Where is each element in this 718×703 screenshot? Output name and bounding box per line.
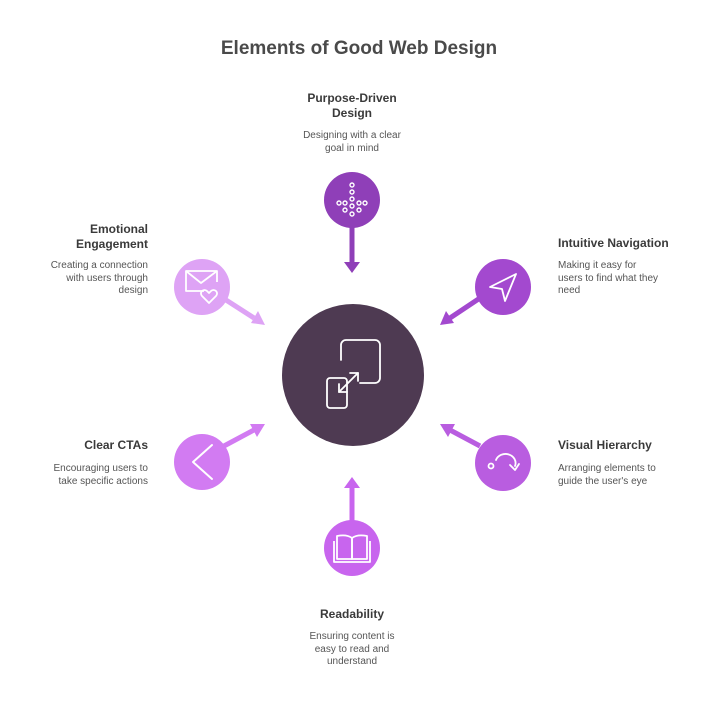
node-description-readability: Ensuring content is easy to read and und… bbox=[309, 631, 395, 667]
node-purpose bbox=[324, 172, 380, 228]
curved-arrow-icon bbox=[487, 453, 520, 471]
node-title-hierarchy: Visual Hierarchy bbox=[558, 438, 652, 452]
connector-hierarchy bbox=[440, 424, 482, 449]
chevron-left-icon bbox=[192, 444, 213, 480]
node-description-navigation: Making it easy for users to find what th… bbox=[558, 260, 659, 296]
resize-arrows-icon bbox=[326, 339, 381, 409]
connector-purpose bbox=[344, 226, 360, 273]
connector-readability bbox=[344, 477, 360, 522]
node-navigation bbox=[475, 259, 531, 315]
node-title-ctas: Clear CTAs bbox=[84, 438, 148, 452]
connector-ctas bbox=[222, 424, 265, 449]
node-readability bbox=[324, 520, 380, 576]
node-title-emotional: Emotional Engagement bbox=[75, 222, 148, 251]
envelope-heart-icon bbox=[185, 270, 218, 304]
node-title-navigation: Intuitive Navigation bbox=[558, 236, 669, 250]
node-title-purpose: Purpose-Driven Design bbox=[307, 91, 397, 120]
node-title-readability: Readability bbox=[319, 607, 385, 621]
open-book-icon bbox=[333, 534, 371, 563]
node-hierarchy bbox=[475, 435, 531, 491]
connector-emotional bbox=[224, 297, 265, 325]
node-ctas bbox=[174, 434, 230, 490]
center-node bbox=[282, 304, 424, 446]
node-description-ctas: Encouraging users to take specific actio… bbox=[53, 463, 148, 487]
hierarchy-dots-icon bbox=[336, 182, 368, 217]
navigation-arrow-icon bbox=[489, 273, 517, 302]
node-description-purpose: Designing with a clear goal in mind bbox=[303, 130, 401, 154]
connector-navigation bbox=[440, 295, 482, 325]
node-description-hierarchy: Arranging elements to guide the user's e… bbox=[558, 463, 656, 487]
page-title: Elements of Good Web Design bbox=[220, 38, 498, 59]
node-emotional bbox=[174, 259, 230, 315]
node-description-emotional: Creating a connection with users through… bbox=[50, 260, 148, 296]
